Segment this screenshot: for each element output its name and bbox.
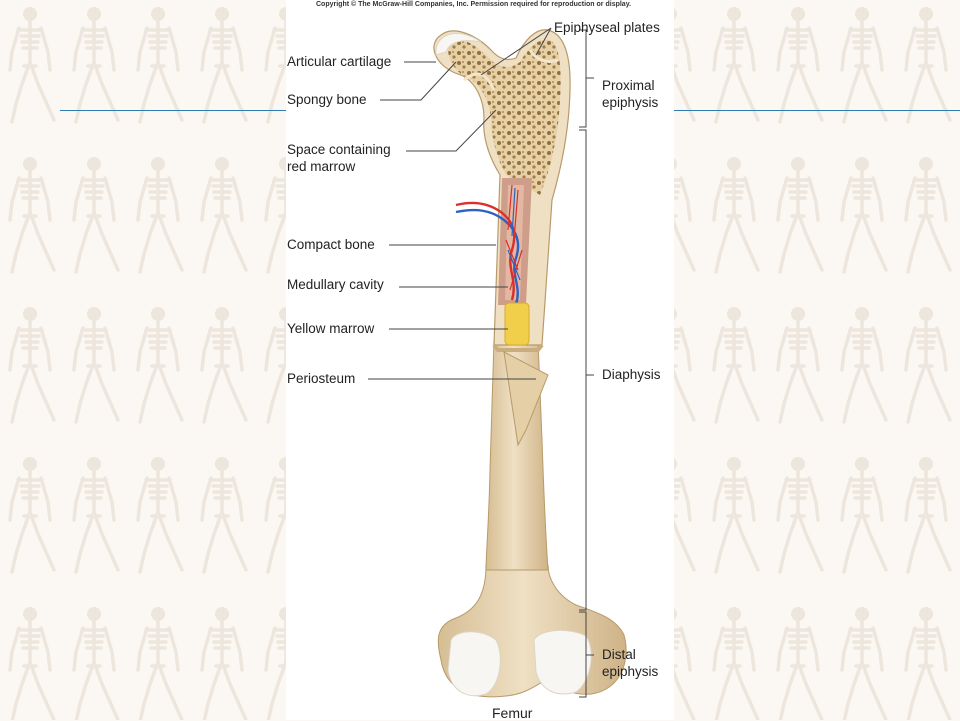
copyright-notice: Copyright © The McGraw-Hill Companies, I… [316, 1, 632, 8]
vessel-branches [505, 184, 523, 291]
figure-caption: Femur [492, 705, 533, 721]
label-yellow-marrow: Yellow marrow [287, 321, 375, 336]
label-red-marrow-line2: red marrow [287, 159, 356, 174]
right-rule-line [674, 110, 960, 111]
label-epiphyseal-plates: Epiphyseal plates [554, 20, 660, 35]
distal-articular-cartilage-right [533, 630, 592, 695]
label-medullary-cavity: Medullary cavity [287, 277, 384, 292]
bracket-diaphysis [579, 129, 587, 611]
leader-epiphyseal-plates-2 [535, 27, 552, 56]
epiphyseal-plate-line-trochanter [528, 49, 559, 64]
label-proximal-line2: epiphysis [602, 95, 659, 110]
bracket-proximal [579, 29, 587, 128]
spongy-bone-region [448, 39, 561, 195]
leader-spongy-bone [380, 61, 457, 101]
femur-figure-panel: Copyright © The McGraw-Hill Companies, I… [286, 0, 674, 721]
femur-diagram [368, 27, 627, 698]
label-distal-line1: Distal [602, 647, 636, 662]
compact-bone-cut-edge [492, 343, 544, 352]
leader-epiphyseal-plates-1 [480, 27, 552, 76]
label-articular-cartilage: Articular cartilage [287, 54, 392, 69]
leader-red-marrow [406, 109, 497, 152]
vessel-branches-blue [507, 187, 521, 281]
label-distal-line2: epiphysis [602, 664, 659, 679]
epiphyseal-plate-line-head [463, 72, 496, 91]
head-articular-cartilage [435, 32, 482, 56]
periosteum-flap [503, 351, 549, 447]
distal-articular-cartilage-left [447, 631, 501, 697]
leader-lines [368, 27, 594, 698]
label-red-marrow-line1: Space containing [287, 142, 391, 157]
left-rule-line [60, 110, 286, 111]
vein-vessel [455, 208, 520, 305]
label-proximal-line1: Proximal [602, 78, 655, 93]
yellow-marrow-cylinder [504, 302, 530, 346]
label-periosteum: Periosteum [287, 371, 356, 386]
label-spongy-bone: Spongy bone [287, 92, 367, 107]
label-diaphysis: Diaphysis [602, 367, 661, 382]
label-compact-bone: Compact bone [287, 237, 375, 252]
